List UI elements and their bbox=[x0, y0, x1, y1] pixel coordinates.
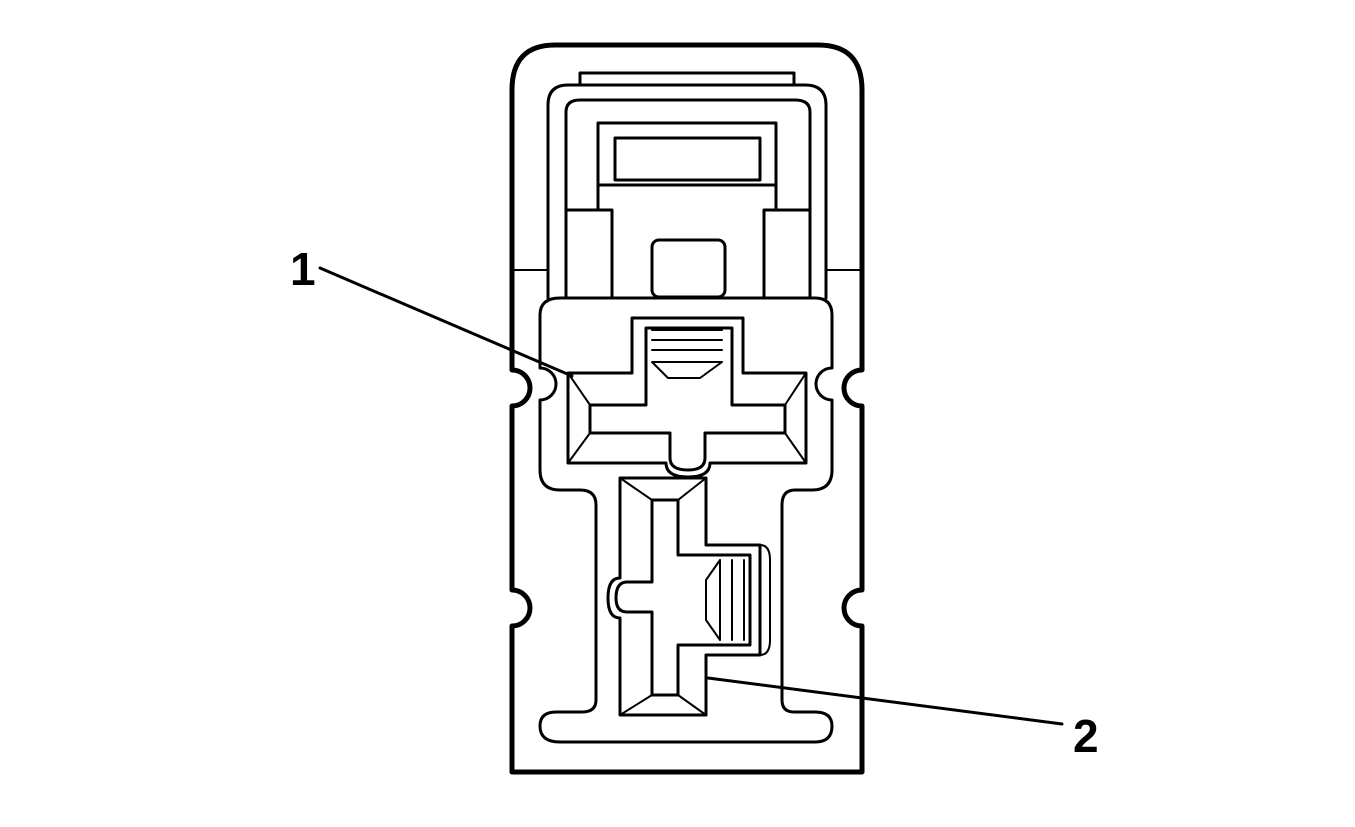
lever-release-button bbox=[650, 238, 727, 299]
upper-lock-bevel bbox=[784, 372, 807, 406]
lower-lock-bevel bbox=[677, 477, 707, 501]
lower-lock-bevel bbox=[619, 477, 653, 501]
lever-window-outer bbox=[596, 121, 778, 187]
upper-lock-bevel bbox=[567, 372, 591, 406]
upper-lock-bevel bbox=[567, 432, 591, 464]
lower-lock-bevel bbox=[619, 694, 653, 716]
lever-window-inner bbox=[613, 136, 762, 182]
callout-2-label: 2 bbox=[1073, 710, 1099, 762]
lower-lock-bevel bbox=[677, 694, 707, 716]
upper-latch-tab bbox=[651, 329, 723, 379]
connector-housing-outline bbox=[509, 42, 865, 775]
upper-lock-inner bbox=[588, 326, 787, 472]
lock-lever-outer bbox=[546, 83, 828, 300]
callout-1-label: 1 bbox=[290, 243, 316, 295]
callout-2-leader bbox=[706, 676, 1064, 726]
lower-latch-tab bbox=[705, 544, 771, 656]
callout-1-leader bbox=[318, 266, 574, 378]
lock-lever-top-tab bbox=[578, 71, 796, 87]
lever-arm-left bbox=[564, 183, 614, 300]
connector-inner-recess bbox=[538, 296, 834, 744]
upper-lock-bevel bbox=[784, 432, 807, 464]
upper-lock-outer bbox=[566, 316, 808, 479]
lever-arm-right bbox=[762, 183, 812, 300]
lower-lock-outer bbox=[606, 476, 762, 717]
lower-lock-inner bbox=[614, 498, 752, 697]
lock-lever-inner bbox=[564, 98, 812, 300]
